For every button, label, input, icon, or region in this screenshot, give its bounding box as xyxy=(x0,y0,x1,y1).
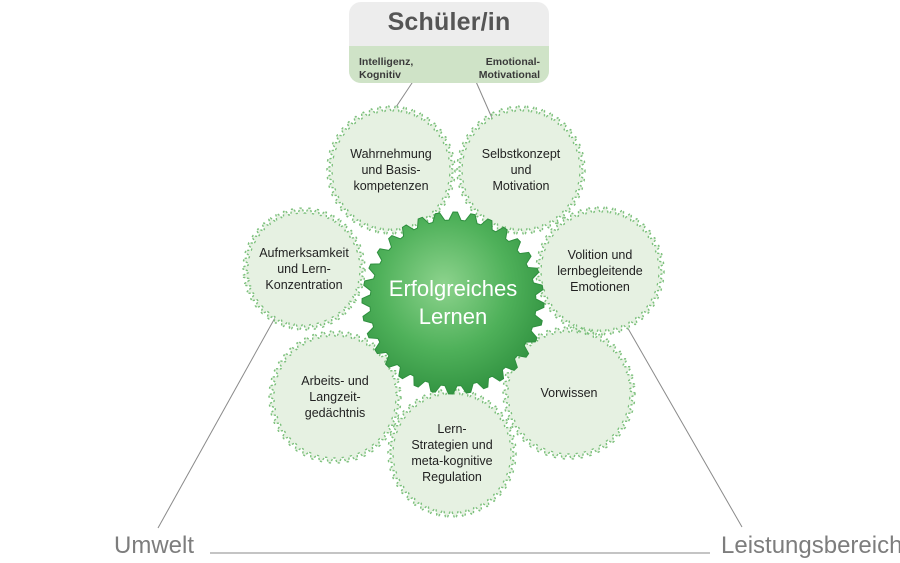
gear-label-selfconcept: Selbstkonzept und Motivation xyxy=(481,147,561,193)
gear-label-perception: Wahrnehmung und Basis- kompetenzen xyxy=(350,147,432,193)
student-title: Schüler/in xyxy=(387,8,511,36)
gear-layer xyxy=(242,105,665,518)
gear-attention xyxy=(242,207,366,331)
gear-label-priorknowledge: Vorwissen xyxy=(540,386,598,400)
center-label: Erfolgreiches Lernen xyxy=(388,276,518,329)
line-left-edge xyxy=(157,315,277,529)
student-box: Schüler/in Intelligenz, Kognitiv Emotion… xyxy=(349,2,549,83)
gear-label-volition: Volition und lernbegleitende Emotionen xyxy=(557,248,643,294)
student-box-band xyxy=(349,46,549,83)
environment-label: Umwelt xyxy=(114,532,195,559)
cognitive-label: Intelligenz, Kognitiv xyxy=(359,56,414,81)
gear-selfconcept xyxy=(456,105,586,235)
emotional-label: Emotional- Motivational xyxy=(478,56,540,81)
performance-label: Leistungsbereich xyxy=(721,532,900,559)
line-right-edge xyxy=(625,324,743,528)
gear-memory xyxy=(268,330,402,464)
gear-label-strategies: Lern- Strategien und meta-kognitive Regu… xyxy=(411,422,493,484)
gear-priorknowledge xyxy=(502,326,636,460)
gear-label-memory: Arbeits- und Langzeit- gedächtnis xyxy=(301,374,369,420)
gear-label-attention: Aufmerksamkeit und Lern- Konzentration xyxy=(259,246,349,292)
gear-strategies xyxy=(387,388,517,518)
gear-center xyxy=(361,211,545,395)
